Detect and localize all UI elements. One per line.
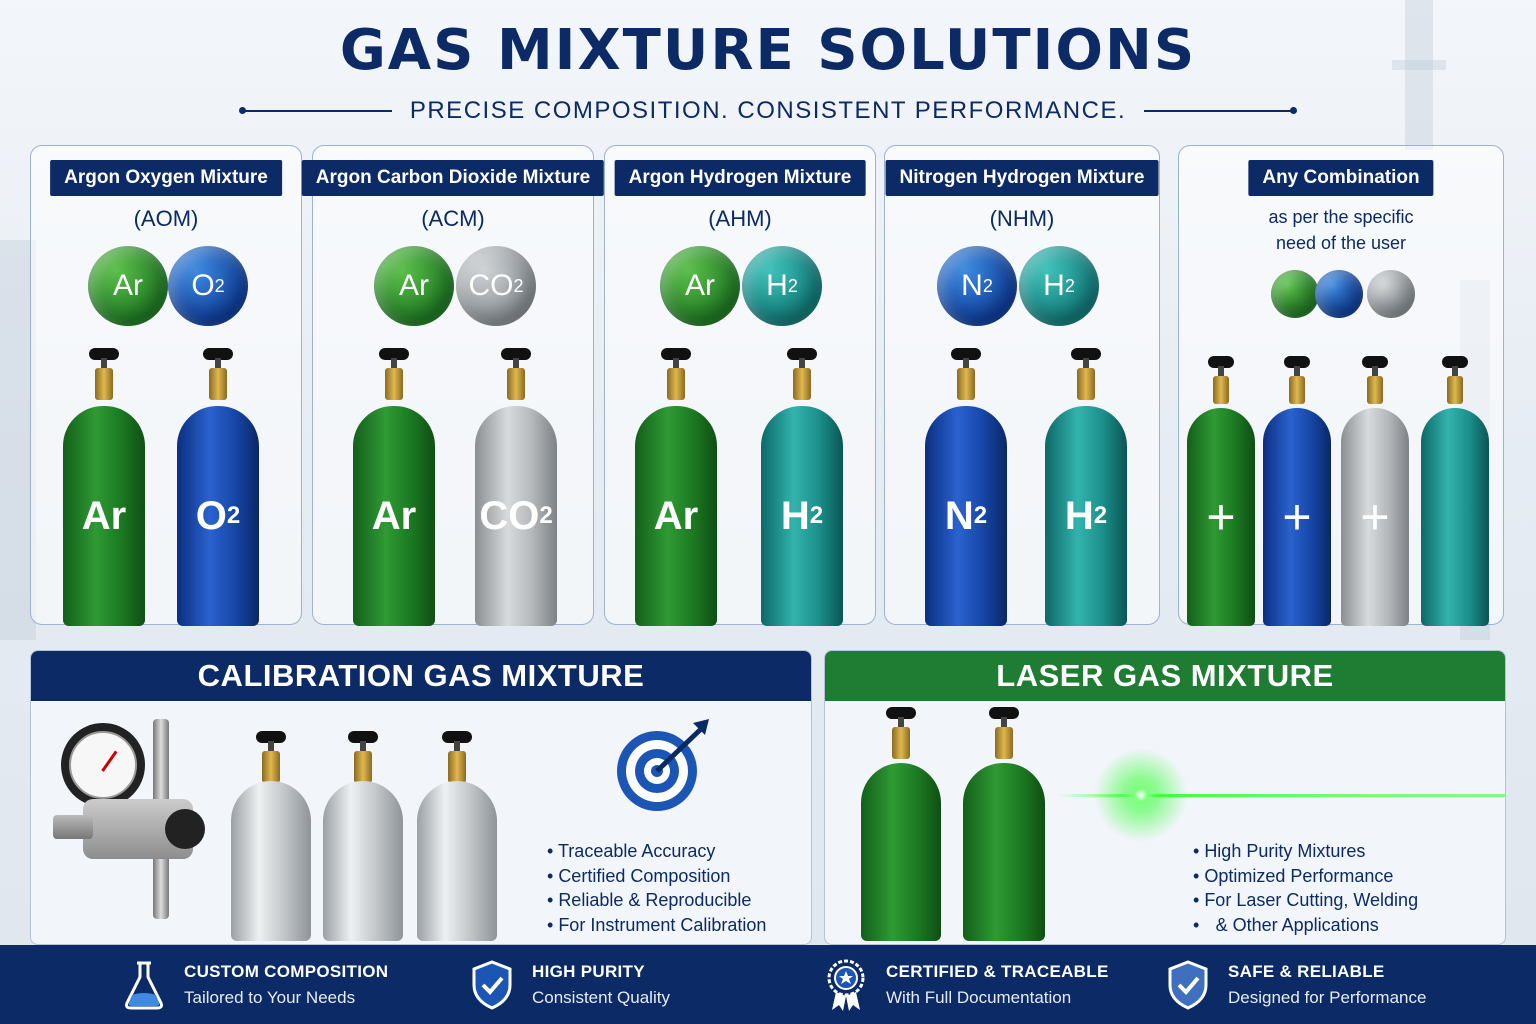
header: GAS MIXTURE SOLUTIONS PRECISE COMPOSITIO…: [0, 18, 1536, 125]
feature-high-purity: HIGH PURITY Consistent Quality: [470, 945, 670, 1024]
card-abbreviation: (AOM): [133, 206, 199, 231]
card-title: Argon Oxygen Mixture: [50, 160, 282, 196]
card-acm: Argon Carbon Dioxide Mixture (ACM) Ar CO…: [301, 145, 605, 626]
argon-cylinder: Ar: [635, 346, 717, 626]
laser-beam: [1057, 794, 1505, 797]
panel-title: LASER GAS MIXTURE: [825, 651, 1505, 701]
argon-sphere: Ar: [660, 246, 740, 326]
shield-check-icon: [1168, 959, 1208, 1010]
laser-gas-cylinder: [861, 707, 941, 941]
divider-line: [238, 107, 392, 114]
feature-subtitle: Tailored to Your Needs: [184, 987, 356, 1007]
list-item: Traceable Accuracy: [547, 839, 766, 864]
laser-features: High Purity Mixtures Optimized Performan…: [1193, 839, 1418, 937]
mix-sphere: [1315, 270, 1363, 318]
grey-cylinder: +: [1341, 354, 1409, 626]
list-item: Reliable & Reproducible: [547, 888, 766, 913]
laser-gas-cylinder: [963, 707, 1045, 941]
feature-subtitle: With Full Documentation: [886, 987, 1072, 1007]
mix-sphere: [1367, 270, 1415, 318]
card-note: as per the specific need of the user: [1268, 207, 1414, 253]
card-abbreviation: (AHM): [708, 206, 772, 231]
calibration-cylinder: [323, 731, 403, 941]
calibration-features: Traceable Accuracy Certified Composition…: [547, 839, 766, 937]
argon-sphere: Ar: [88, 246, 168, 326]
argon-cylinder: Ar: [353, 346, 435, 626]
list-item: High Purity Mixtures: [1193, 839, 1418, 864]
calibration-cylinder: [231, 731, 311, 941]
mix-sphere: [1271, 270, 1319, 318]
award-badge-icon: [827, 959, 865, 1011]
calibration-panel: CALIBRATION GAS MIXTURE Traceable Accura…: [30, 650, 812, 945]
list-item: For Laser Cutting, Welding: [1193, 888, 1418, 913]
list-item: Optimized Performance: [1193, 864, 1418, 889]
subtitle-row: PRECISE COMPOSITION. CONSISTENT PERFORMA…: [0, 97, 1536, 125]
divider-line: [1144, 107, 1298, 114]
page-subtitle: PRECISE COMPOSITION. CONSISTENT PERFORMA…: [409, 97, 1127, 124]
feature-custom-composition: CUSTOM COMPOSITION Tailored to Your Need…: [122, 945, 388, 1024]
calibration-cylinder: [417, 731, 497, 941]
feature-certified: CERTIFIED & TRACEABLE With Full Document…: [824, 945, 1109, 1024]
feature-title: SAFE & RELIABLE: [1228, 961, 1385, 981]
pressure-regulator: [53, 719, 213, 939]
page-title: GAS MIXTURE SOLUTIONS: [339, 18, 1197, 83]
panel-title: CALIBRATION GAS MIXTURE: [31, 651, 811, 701]
card-title: Argon Carbon Dioxide Mixture: [301, 160, 605, 196]
feature-safe-reliable: SAFE & RELIABLE Designed for Performance: [1166, 945, 1426, 1024]
blue-cylinder: +: [1263, 354, 1331, 626]
feature-subtitle: Designed for Performance: [1228, 987, 1427, 1007]
card-title: Argon Hydrogen Mixture: [614, 160, 866, 196]
teal-cylinder: [1421, 354, 1489, 626]
card-abbreviation: (ACM): [421, 206, 485, 231]
card-title: Nitrogen Hydrogen Mixture: [885, 160, 1159, 196]
feature-title: CERTIFIED & TRACEABLE: [886, 961, 1109, 981]
target-icon: [617, 719, 709, 811]
card-abbreviation: (NHM): [989, 206, 1055, 231]
argon-sphere: Ar: [374, 246, 454, 326]
list-item: For Instrument Calibration: [547, 913, 766, 938]
shield-check-icon: [472, 959, 512, 1010]
argon-cylinder: Ar: [63, 346, 145, 626]
feature-title: HIGH PURITY: [532, 961, 645, 981]
features-footer: CUSTOM COMPOSITION Tailored to Your Need…: [0, 945, 1536, 1024]
laser-flare: [1081, 745, 1201, 845]
feature-subtitle: Consistent Quality: [532, 987, 670, 1007]
list-item: • & Other Applications: [1193, 913, 1418, 938]
card-any-combination: Any Combination as per the specific need…: [1178, 145, 1504, 626]
card-title: Any Combination: [1248, 160, 1434, 196]
green-cylinder: +: [1187, 354, 1255, 626]
list-item: Certified Composition: [547, 864, 766, 889]
flask-icon: [125, 961, 163, 1009]
laser-panel: LASER GAS MIXTURE High Purity Mixtures O…: [824, 650, 1506, 945]
feature-title: CUSTOM COMPOSITION: [184, 961, 389, 981]
